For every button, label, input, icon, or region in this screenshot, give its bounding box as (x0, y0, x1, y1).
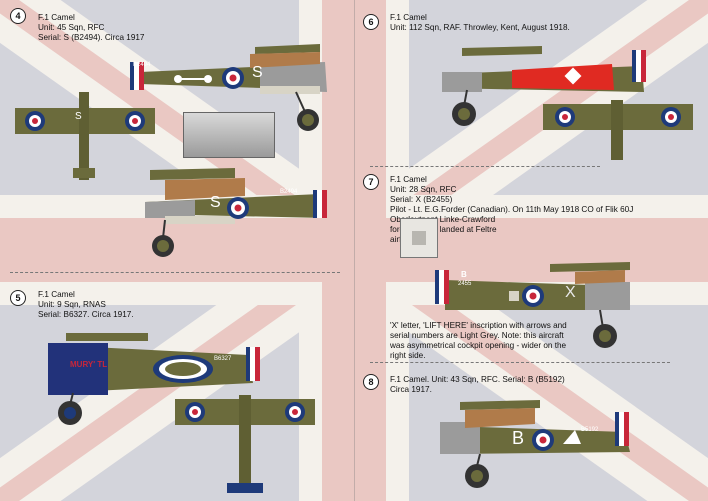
caption-line: F.1 Camel (390, 13, 427, 22)
caption-line: Unit: 112 Sqn, RAF. Throwley, Kent, Augu… (390, 23, 570, 32)
caption-line: forced him to landed at Feltre (390, 225, 497, 234)
aircraft-planform-4 (15, 92, 155, 180)
marking-letter: X (565, 284, 576, 301)
section-divider-left (10, 272, 340, 273)
marking-serial: B5192 (581, 427, 599, 433)
caption-line: Serial: X (B2455) (390, 195, 453, 204)
marking-letter: B (512, 428, 525, 448)
aircraft-profile-4 (130, 44, 327, 131)
marking-name: MURY' TL (70, 360, 108, 369)
note-line: serial numbers are Light Grey. Note: thi… (390, 331, 564, 340)
aircraft-planform-6 (543, 100, 693, 160)
aircraft-profile-8 (440, 400, 630, 488)
marking-letter: S (210, 194, 221, 211)
entry-number-badge: 7 (363, 174, 379, 190)
aircraft-profile-5 (48, 333, 260, 425)
caption-line: Unit: 28 Sqn, RFC (390, 185, 457, 194)
note-line: was asymmetrical cockpit opening - wider… (390, 341, 567, 350)
caption-line: Pilot - Lt. E.G.Forder (Canadian). On 11… (390, 205, 634, 214)
marking-serial: B6327 (214, 356, 232, 362)
aircraft-profile-4b (145, 168, 327, 257)
note-line: right side. (390, 351, 426, 360)
marking-serial: 2455 (458, 281, 472, 287)
insignia-decal-square (400, 218, 438, 258)
caption-line: Unit: 45 Sqn, RFC (38, 23, 105, 32)
marking-letter: B (461, 270, 467, 279)
entry-note: 'X' letter, 'LIFT HERE' inscription with… (390, 321, 567, 361)
entry-caption: F.1 Camel Unit: 45 Sqn, RFC Serial: S (B… (38, 13, 145, 43)
section-divider-right-bottom (370, 362, 670, 363)
entry-caption: F.1 Camel Unit: 112 Sqn, RAF. Throwley, … (390, 13, 570, 33)
note-line: 'X' letter, 'LIFT HERE' inscription with… (390, 321, 567, 330)
entry-number-badge: 4 (10, 8, 26, 24)
entry-caption: F.1 Camel Unit: 9 Sqn, RNAS Serial: B632… (38, 290, 134, 320)
caption-line: Circa 1917. (390, 385, 432, 394)
entry-number-badge: 6 (363, 14, 379, 30)
entry-number-badge: 8 (363, 374, 379, 390)
caption-line: Unit: 9 Sqn, RNAS (38, 300, 106, 309)
aircraft-planform-5 (175, 395, 315, 493)
caption-line: F.1 Camel (390, 175, 427, 184)
caption-line: Serial: S (B2494). Circa 1917 (38, 33, 145, 42)
section-divider-right-top (370, 166, 600, 167)
entry-number-badge: 5 (10, 290, 26, 306)
entry-caption: F.1 Camel. Unit: 43 Sqn, RFC. Serial: B … (390, 375, 565, 395)
marking-serial: B2494 (133, 62, 151, 68)
caption-line: Serial: B6327. Circa 1917. (38, 310, 134, 319)
marking-serial: B2494 (280, 189, 298, 195)
caption-line: F.1 Camel. Unit: 43 Sqn, RFC. Serial: B … (390, 375, 565, 384)
decal-center (412, 231, 426, 245)
caption-line: F.1 Camel (38, 13, 75, 22)
historical-photo (183, 112, 275, 158)
aircraft-profile-6 (442, 46, 646, 126)
marking-wing-letter: S (75, 111, 82, 122)
page-fold-divider (354, 0, 355, 501)
marking-letter: S (252, 64, 263, 81)
caption-line: Oberleutnant Linke-Crawford (390, 215, 496, 224)
aircraft-profile-7 (435, 262, 630, 348)
caption-line: F.1 Camel (38, 290, 75, 299)
